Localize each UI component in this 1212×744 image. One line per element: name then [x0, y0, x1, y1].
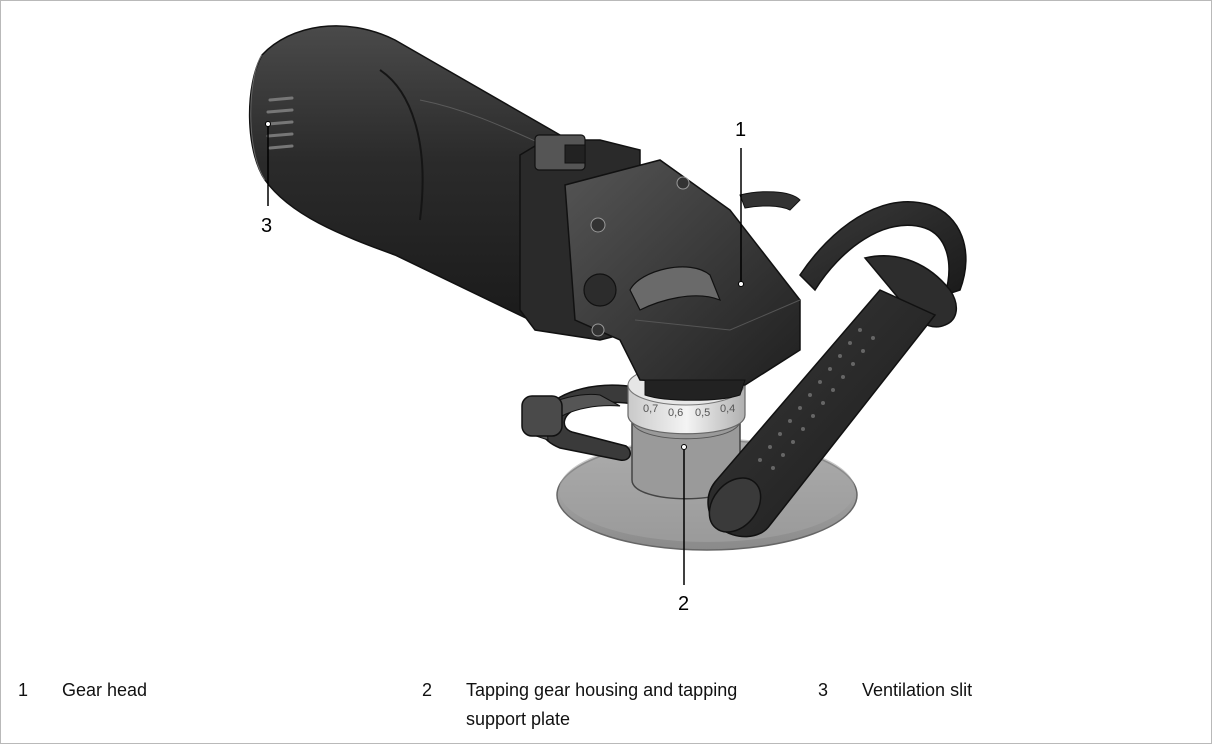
side-handle	[707, 191, 967, 538]
dial-label-0-7: 0,7	[643, 403, 658, 415]
legend-text: Gear head	[62, 680, 148, 700]
legend-item-ventilation-slit: 3 Ventilation slit	[818, 676, 1142, 705]
legend-number: 2	[422, 680, 433, 700]
callout-1: 1	[735, 119, 747, 141]
callout-2: 2	[678, 593, 690, 615]
dial-label-0-6: 0,6	[668, 407, 683, 419]
legend-number: 3	[818, 680, 829, 700]
legend: 1 Gear head 2 Tapping gear housing and t…	[0, 676, 1212, 744]
legend-number: 1	[18, 680, 29, 700]
grip-texture	[758, 328, 875, 470]
legend-item-gear-head: 1 Gear head	[18, 676, 342, 705]
leader-lines	[265, 121, 744, 585]
plate-handle	[521, 384, 641, 461]
callout-3: 3	[261, 215, 273, 237]
legend-text: Tapping gear housing and tapping support…	[466, 680, 738, 729]
power-tool-drawing: 0,7 0,6 0,5 0,4	[248, 25, 967, 585]
ventilation-slits	[266, 96, 294, 150]
legend-text: Ventilation slit	[862, 680, 973, 700]
tool-illustration: 0,7 0,6 0,5 0,4	[248, 25, 967, 615]
dial-label-0-5: 0,5	[695, 407, 710, 419]
legend-item-tapping-gear-housing: 2 Tapping gear housing and tapping suppo…	[422, 676, 766, 734]
dial-label-0-4: 0,4	[720, 403, 735, 415]
motor-body	[248, 25, 561, 322]
gear-head	[564, 159, 801, 401]
